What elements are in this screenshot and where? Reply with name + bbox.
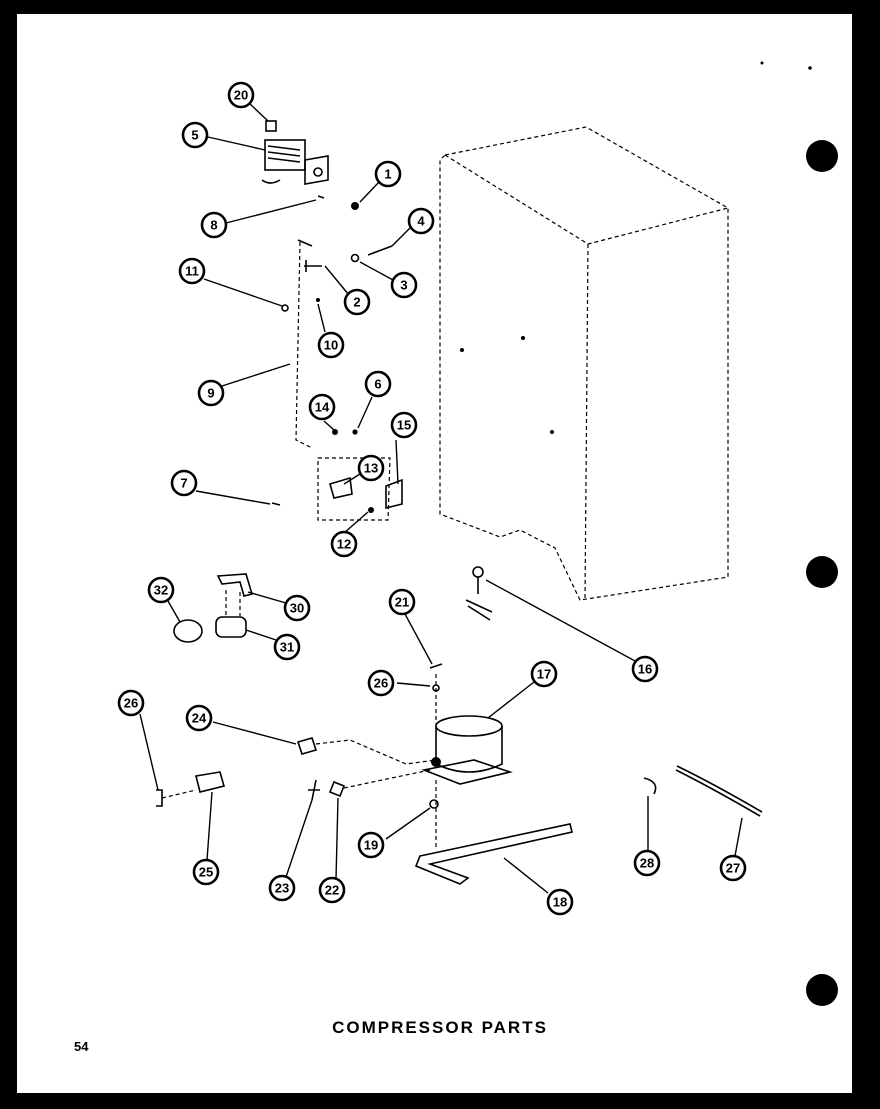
callout-11: 11	[178, 257, 206, 285]
svg-text:26: 26	[374, 676, 388, 691]
svg-text:19: 19	[364, 838, 378, 853]
svg-text:1: 1	[384, 167, 391, 182]
svg-text:17: 17	[537, 667, 551, 682]
callout-9: 9	[197, 379, 225, 407]
svg-text:27: 27	[726, 861, 740, 876]
svg-text:31: 31	[280, 640, 294, 655]
callout-30: 30	[283, 594, 311, 622]
callout-1: 1	[374, 160, 402, 188]
relay-assembly-part	[261, 120, 329, 185]
svg-text:20: 20	[234, 88, 248, 103]
binder-hole-middle	[806, 556, 838, 588]
svg-text:25: 25	[199, 865, 213, 880]
svg-text:8: 8	[210, 218, 217, 233]
svg-text:18: 18	[553, 895, 567, 910]
callout-4: 4	[407, 207, 435, 235]
callout-28: 28	[633, 849, 661, 877]
svg-text:28: 28	[640, 856, 654, 871]
cabinet-outline	[439, 126, 729, 601]
svg-text:9: 9	[207, 386, 214, 401]
base-rail-part	[414, 823, 573, 885]
svg-text:24: 24	[192, 711, 207, 726]
svg-text:11: 11	[185, 264, 199, 279]
leader-lines	[139, 102, 743, 894]
callout-10: 10	[317, 331, 345, 359]
wiring-connectors-part	[156, 737, 437, 807]
drawing-sheet	[17, 14, 852, 1093]
svg-text:21: 21	[395, 595, 409, 610]
callout-18: 18	[546, 888, 574, 916]
svg-text:15: 15	[397, 418, 411, 433]
svg-text:5: 5	[191, 128, 198, 143]
callout-7: 7	[170, 469, 198, 497]
svg-text:16: 16	[638, 662, 652, 677]
service-valve-part	[465, 566, 493, 621]
callout-14: 14	[308, 393, 336, 421]
svg-text:12: 12	[337, 537, 351, 552]
callout-3: 3	[390, 271, 418, 299]
svg-text:2: 2	[353, 295, 360, 310]
callout-31: 31	[273, 633, 301, 661]
page-title: COMPRESSOR PARTS	[332, 1018, 548, 1037]
binder-hole-top	[806, 140, 838, 172]
callout-16: 16	[631, 655, 659, 683]
callout-26-mid: 26	[367, 669, 395, 697]
callout-20-top: 20	[227, 81, 255, 109]
svg-text:22: 22	[325, 883, 339, 898]
mounting-bracket-part	[281, 195, 393, 449]
callout-24: 24	[185, 704, 213, 732]
svg-text:7: 7	[180, 476, 187, 491]
capacitor-assembly-part	[173, 573, 254, 643]
callout-27: 27	[719, 854, 747, 882]
svg-text:30: 30	[290, 601, 304, 616]
callout-13: 13	[357, 454, 385, 482]
binder-hole-bottom	[806, 974, 838, 1006]
callout-15: 15	[390, 411, 418, 439]
svg-text:6: 6	[374, 377, 381, 392]
callout-8: 8	[200, 211, 228, 239]
callout-6: 6	[364, 370, 392, 398]
callout-25: 25	[192, 858, 220, 886]
svg-text:23: 23	[275, 881, 289, 896]
callout-2: 2	[343, 288, 371, 316]
svg-text:10: 10	[324, 338, 338, 353]
svg-text:14: 14	[315, 400, 330, 415]
svg-text:4: 4	[417, 214, 425, 229]
callout-12: 12	[330, 530, 358, 558]
callout-26-left: 26	[117, 689, 145, 717]
callout-22: 22	[318, 876, 346, 904]
terminal-block-part	[271, 457, 403, 521]
callout-32: 32	[147, 576, 175, 604]
callout-5: 5	[181, 121, 209, 149]
callout-23: 23	[268, 874, 296, 902]
svg-text:3: 3	[400, 278, 407, 293]
page-number: 54	[74, 1039, 89, 1054]
svg-text:26: 26	[124, 696, 138, 711]
svg-text:13: 13	[364, 461, 378, 476]
compressor-part	[421, 663, 513, 850]
harness-part	[643, 765, 763, 817]
callout-19: 19	[357, 831, 385, 859]
callout-17: 17	[530, 660, 558, 688]
callout-21: 21	[388, 588, 416, 616]
svg-text:32: 32	[154, 583, 168, 598]
